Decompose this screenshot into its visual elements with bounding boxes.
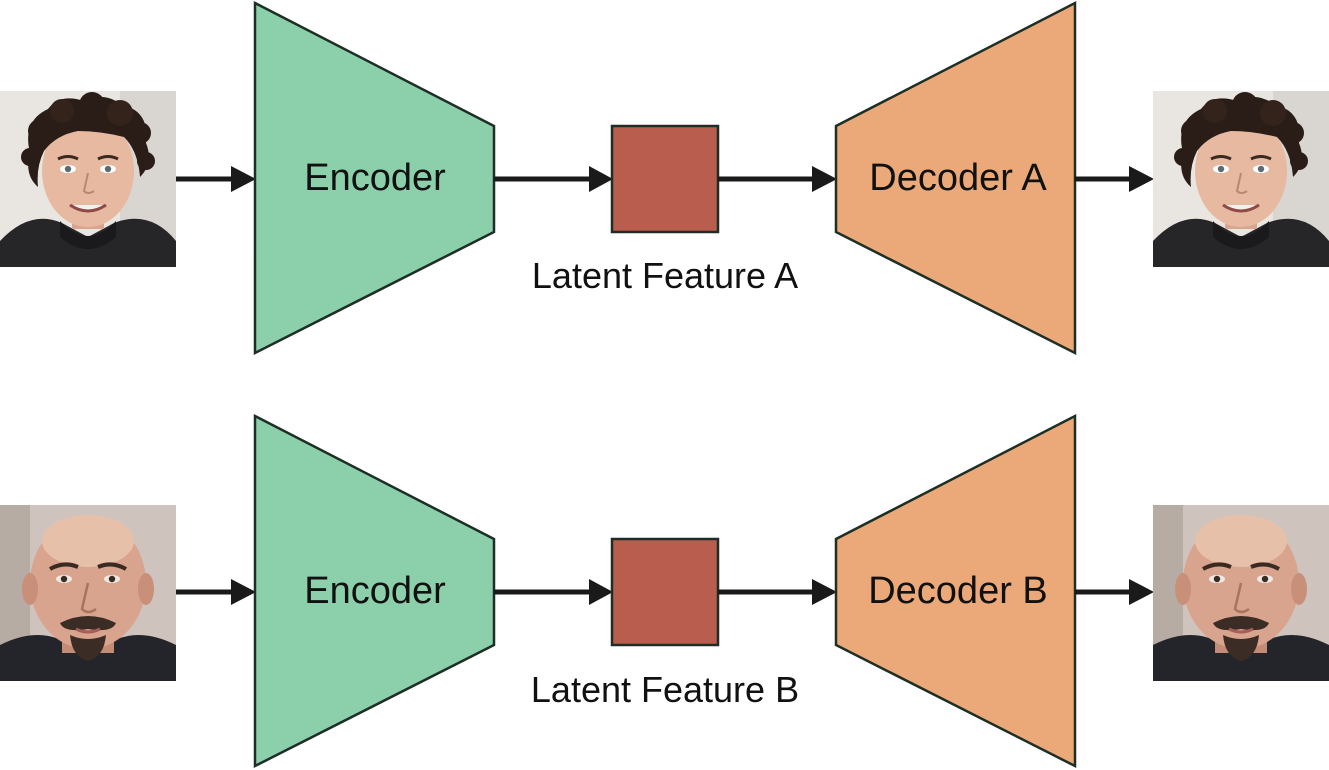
arrowhead-decoder-to-output-b — [1129, 579, 1154, 605]
latent-feature-block-a — [610, 124, 720, 234]
decoder-label-b: Decoder B — [868, 570, 1048, 612]
encoder-block-a — [253, 0, 496, 356]
output-face-b-image — [1151, 503, 1329, 683]
row-a: Encoder Latent Feature A Decoder A — [0, 0, 1329, 356]
latent-feature-label-a: Latent Feature A — [532, 255, 798, 296]
encoder-label-b: Encoder — [304, 570, 446, 612]
arrowhead-input-to-encoder-a — [231, 166, 256, 192]
latent-feature-label-b: Latent Feature B — [531, 669, 799, 710]
decoder-label-a: Decoder A — [869, 157, 1047, 199]
output-face-a-image — [1151, 89, 1329, 269]
input-face-b-image — [0, 503, 178, 683]
arrowhead-encoder-to-latent-b — [589, 579, 613, 605]
latent-feature-block-b — [610, 537, 720, 647]
arrowhead-decoder-to-output-a — [1129, 166, 1154, 192]
arrowhead-latent-to-decoder-b — [812, 579, 837, 605]
decoder-block-a — [834, 0, 1077, 356]
input-face-a-image — [0, 89, 178, 269]
decoder-block-b — [834, 413, 1077, 769]
arrowhead-input-to-encoder-b — [231, 579, 256, 605]
arrowhead-latent-to-decoder-a — [812, 166, 837, 192]
encoder-block-b — [253, 413, 496, 769]
arrowhead-encoder-to-latent-a — [589, 166, 613, 192]
row-b: Encoder Latent Feature B Decoder B — [0, 413, 1329, 769]
encoder-label-a: Encoder — [304, 157, 446, 199]
